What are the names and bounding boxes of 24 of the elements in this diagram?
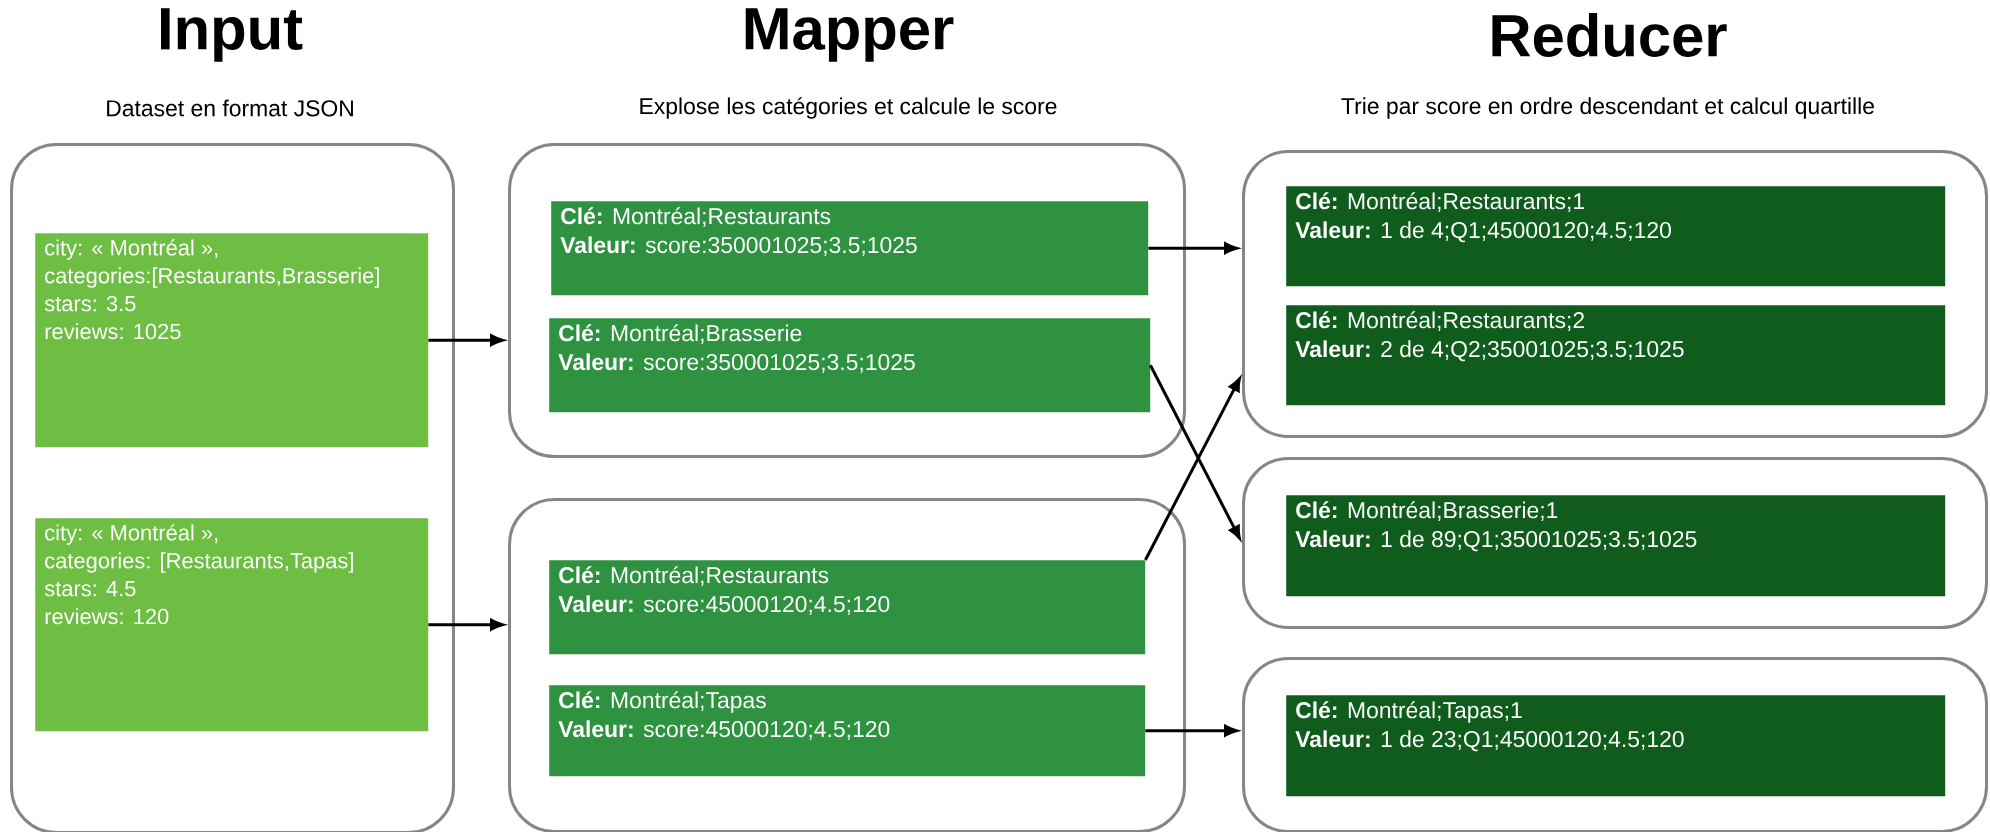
record-box: Clé: Montréal;Tapas Valeur: score:45000120;4.5;120: [549, 685, 1146, 777]
column-title: Input: [161, 8, 303, 62]
record-box: Clé: Montréal;Brasserie Valeur: score:350001025;3.5;1025: [549, 318, 1151, 413]
column-title: Reducer: [1492, 13, 1727, 57]
group-box: [1242, 457, 1988, 629]
column-title: Mapper: [745, 8, 954, 62]
column-subtitle: Trie par score en ordre descendant et calcul quartille: [1341, 97, 1874, 119]
record-box: city: « Montréal », categories: [Restaurants,Tapas] stars: 4.5 reviews: 120: [35, 518, 429, 732]
group-box: [10, 143, 455, 832]
record-box: city: « Montréal », categories:[Restaurants,Brasserie] stars: 3.5 reviews: 1025: [35, 233, 429, 448]
record-box: Clé: Montréal;Tapas;1 Valeur: 1 de 23;Q1;45000120;4.5;120: [1286, 695, 1946, 797]
record-box: Clé: Montréal;Brasserie;1 Valeur: 1 de 89;Q1;35001025;3.5;1025: [1286, 495, 1946, 597]
record-box: Clé: Montréal;Restaurants Valeur: score:45000120;4.5;120: [549, 560, 1146, 655]
arrow: [1144, 377, 1241, 561]
group-box: [508, 498, 1186, 832]
record-box: Clé: Montréal;Restaurants;1 Valeur: 1 de 4;Q1;45000120;4.5;120: [1286, 186, 1946, 287]
group-box: [508, 143, 1186, 458]
record-box: Clé: Montréal;Restaurants;2 Valeur: 2 de 4;Q2;35001025;3.5;1025: [1286, 305, 1946, 406]
column-subtitle: Explose les catégories et calcule le score: [640, 97, 1057, 119]
group-box: [1242, 657, 1988, 832]
arrow: [1149, 364, 1241, 540]
record-box: Clé: Montréal;Restaurants Valeur: score:350001025;3.5;1025: [551, 201, 1149, 296]
group-box: [1242, 150, 1988, 438]
column-subtitle: Dataset en format JSON: [107, 99, 353, 117]
